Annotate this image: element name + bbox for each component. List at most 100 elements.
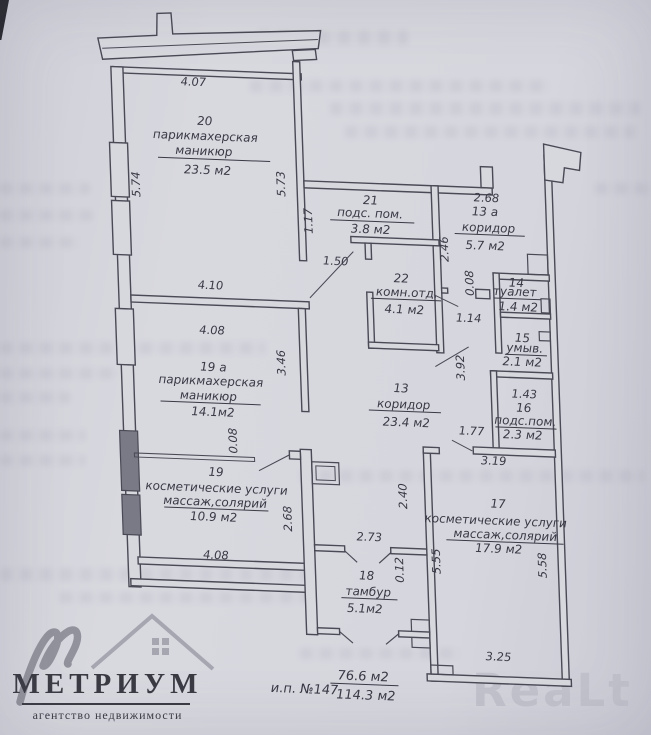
room-name: умыв.: [505, 340, 543, 355]
room-name: коридор: [377, 396, 431, 412]
wall: [367, 341, 440, 352]
dim-label: 2.46: [437, 236, 452, 262]
door-box: [538, 331, 552, 342]
wall: [430, 184, 445, 354]
room-number: 13: [393, 381, 409, 396]
room-area: 10.9 м2: [190, 509, 238, 525]
wall-stub: [474, 288, 491, 300]
wall: [130, 294, 311, 310]
room-name: маникюр: [180, 388, 238, 404]
dim-label: 2.40: [395, 483, 410, 509]
room-area: 2.3 м2: [503, 427, 543, 443]
label-rule: [495, 426, 557, 430]
room-number: 17: [490, 497, 506, 512]
room-area: 4.1 м2: [384, 302, 424, 318]
ghost-text-row: [0, 392, 70, 403]
wall-tick: [440, 287, 449, 294]
door-box: [540, 298, 552, 314]
realt-watermark: ReaLt: [472, 664, 633, 717]
wall: [299, 448, 319, 636]
room-number: 19: [208, 465, 224, 480]
room-number: 21: [363, 193, 379, 208]
room-area: 23.4 м2: [382, 415, 430, 431]
wall: [112, 65, 303, 81]
ghost-text-row: [300, 648, 460, 659]
ghost-text-row: [0, 455, 85, 466]
ghost-text-row: [345, 126, 635, 138]
dim-label: 3.92: [453, 355, 468, 381]
wall-flag: [542, 143, 582, 184]
label-rule: [370, 297, 442, 302]
ghost-text-row: [595, 183, 651, 194]
room-number: 19 а: [200, 360, 227, 375]
room-name: парикмахерская: [153, 127, 258, 145]
label-rule: [330, 219, 415, 224]
walls: [97, 12, 582, 688]
wall: [297, 307, 310, 413]
window: [110, 199, 133, 256]
room-name: косметические услуги: [424, 511, 567, 530]
room-area: 3.8 м2: [350, 222, 390, 238]
label-rule: [454, 233, 525, 237]
wall-stub: [389, 546, 428, 556]
dim-label: 4.08: [203, 547, 229, 562]
room-number: 18: [359, 568, 375, 583]
label-rule: [446, 539, 564, 545]
roof-band-step: [291, 48, 318, 62]
window-dark: [118, 429, 141, 492]
room-name: массаж,солярий: [453, 526, 557, 544]
dim-label: 1.77: [459, 423, 486, 438]
room-name: комн.отд.: [376, 284, 438, 300]
dim-label: 4.08: [199, 323, 225, 338]
label-rule: [164, 506, 269, 512]
dim-label: 0.12: [392, 557, 407, 583]
wall-notch: [479, 165, 494, 189]
logo-m-swoosh: [16, 626, 82, 706]
door-tick: [378, 552, 392, 564]
dim-label: 5.73: [274, 171, 289, 197]
room-number: 22: [393, 271, 409, 286]
room-area: 2.1 м2: [502, 354, 542, 370]
door-tick: [339, 631, 354, 644]
wall: [489, 369, 554, 380]
leader-line: [433, 294, 459, 308]
column-box-inner: [315, 465, 336, 482]
ghost-text-row: [250, 80, 550, 92]
room-area: 23.5 м2: [184, 162, 232, 178]
label-rule: [158, 156, 271, 163]
dim-label: 2.68: [473, 190, 499, 205]
column-box: [311, 461, 341, 486]
area-total: 76.6 м2: [337, 668, 389, 685]
ghost-text-row: [0, 183, 90, 194]
door-swing: [309, 251, 354, 299]
wall: [472, 446, 557, 458]
logo-subtitle: агентство недвижимости: [32, 708, 183, 722]
room-number: 20: [197, 114, 213, 129]
label-rule: [504, 353, 547, 357]
ghost-text-row: [0, 430, 85, 441]
wall-notch: [288, 450, 302, 461]
room-name: тамбур: [345, 584, 391, 600]
wall-stub: [316, 626, 341, 636]
label-rule: [160, 400, 261, 406]
ghost-text-row: [0, 368, 120, 379]
room-labels: 4.07 20 парикмахерская маникюр 23.5 м2 5…: [129, 74, 568, 704]
roof-band: [97, 12, 322, 60]
duct-box: [526, 253, 549, 276]
dim-label: 1.17: [301, 207, 316, 234]
door-swing: [435, 346, 469, 368]
wall-stub: [397, 630, 431, 639]
room-name: подс.пом.: [494, 413, 556, 429]
dim-label: 0.08: [462, 270, 477, 296]
room-name: туалет: [493, 284, 538, 300]
wall: [426, 673, 573, 688]
dim-label: 1.43: [511, 387, 537, 402]
wall: [303, 180, 494, 196]
step-box: [430, 664, 454, 676]
window-dark: [121, 493, 142, 536]
dim-label: 1.50: [323, 253, 349, 268]
room-number: 15: [514, 331, 530, 346]
logo-title: МЕТРИУМ: [12, 668, 203, 700]
label-rule: [368, 409, 441, 414]
